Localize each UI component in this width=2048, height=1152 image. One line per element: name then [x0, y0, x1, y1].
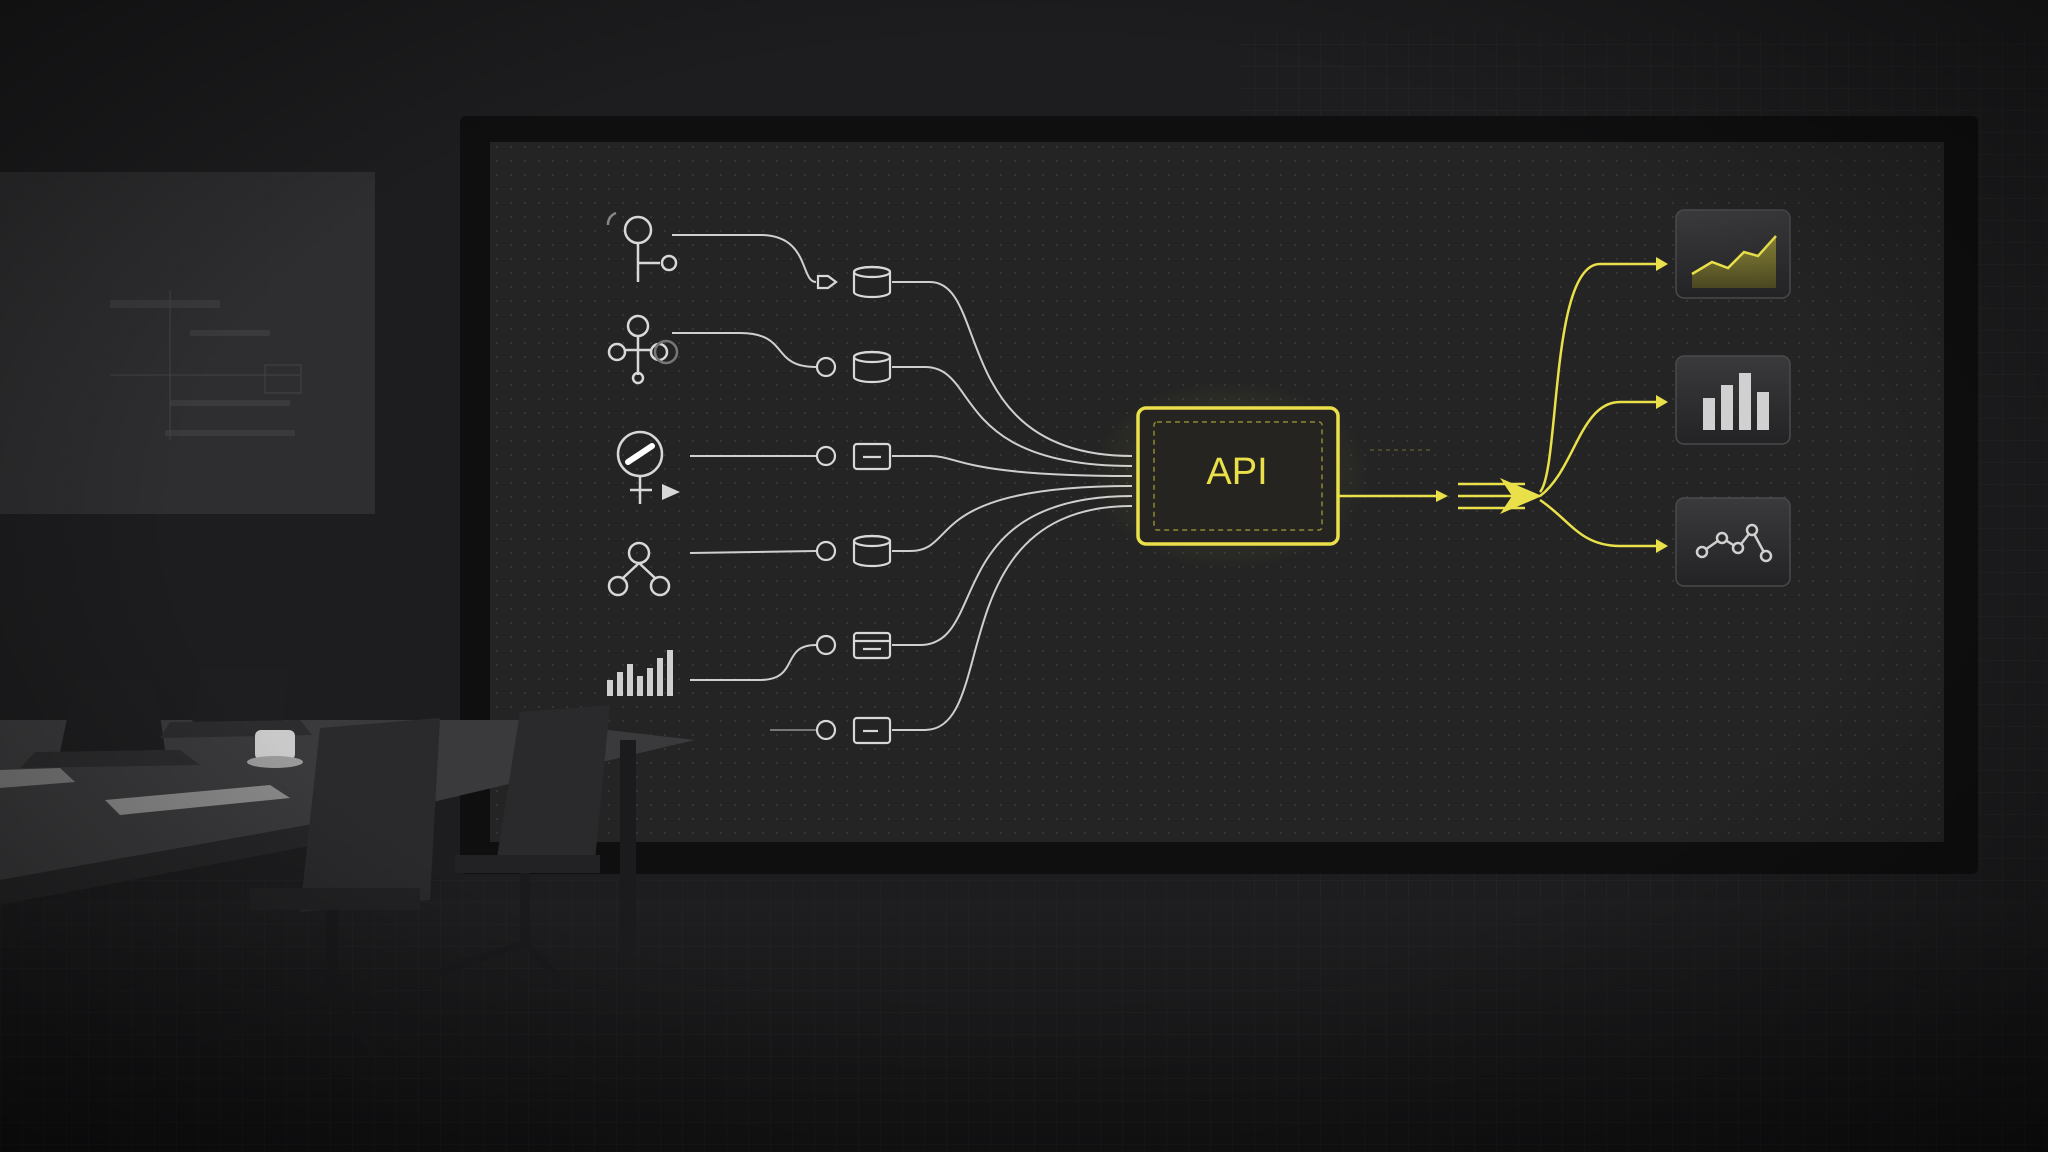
database-node-6 — [815, 716, 892, 745]
database-node-5 — [815, 631, 892, 660]
database-node-3 — [815, 442, 892, 471]
api-hub[interactable]: API — [1136, 406, 1340, 546]
coffee-cup — [247, 730, 303, 768]
line-chart-card[interactable] — [1675, 497, 1791, 587]
area-chart-card[interactable] — [1675, 209, 1791, 299]
floor-grid-texture — [0, 880, 2048, 1152]
api-hub-label: API — [1206, 451, 1267, 493]
bar-chart-card[interactable] — [1675, 355, 1791, 445]
background-whiteboard — [0, 172, 375, 514]
